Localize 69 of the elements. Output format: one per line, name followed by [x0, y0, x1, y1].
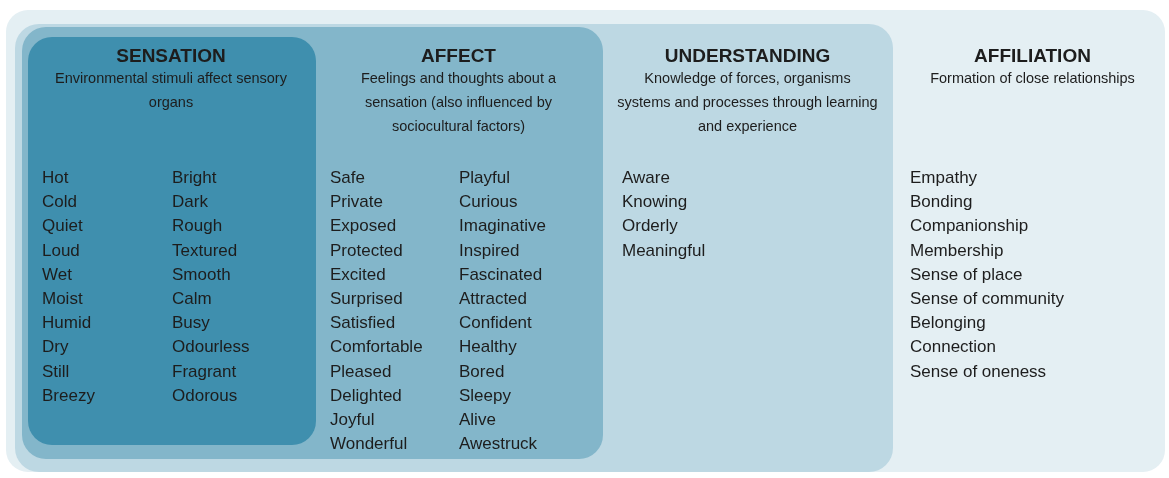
descriptor-word: Connection [910, 337, 996, 358]
descriptor-word: Comfortable [330, 337, 423, 358]
descriptor-word: Calm [172, 289, 212, 309]
descriptor-word: Surprised [330, 289, 403, 309]
category-heading: SENSATION [115, 45, 227, 67]
descriptor-word: Odourless [172, 337, 250, 358]
descriptor-word: Exposed [330, 216, 397, 237]
descriptor-word: Odorous [172, 385, 238, 406]
category-heading: AFFECT [420, 45, 497, 67]
descriptor-word: Excited [330, 264, 386, 285]
descriptor-word: Belonging [910, 313, 986, 334]
descriptor-word: Curious [459, 192, 518, 213]
descriptor-word: Protected [330, 240, 403, 261]
descriptor-word: Humid [42, 313, 92, 334]
descriptor-word: Delighted [330, 385, 402, 406]
descriptor-word: Busy [172, 313, 210, 334]
affiliation-panel [6, 10, 1165, 472]
descriptor-word: Safe [330, 168, 365, 188]
descriptor-word: Empathy [910, 168, 978, 188]
category-description: Environmental stimuli affect sensory organs [55, 69, 287, 112]
sensation-panel [28, 37, 316, 445]
descriptor-word: Loud [42, 240, 80, 261]
descriptor-word: Joyful [330, 410, 375, 430]
descriptor-word: Meaningful [622, 240, 706, 261]
descriptor-word: Sense of oneness [910, 361, 1047, 382]
descriptor-word: Wonderful [330, 434, 408, 455]
descriptor-word: Orderly [622, 216, 678, 237]
descriptor-word: Bored [459, 361, 505, 382]
category-description: Knowledge of forces, organisms systems and processes through learning and experience [616, 69, 879, 136]
descriptor-word: Dark [172, 192, 208, 213]
descriptor-word: Awestruck [459, 434, 538, 455]
category-description: Formation of close relationships [929, 69, 1136, 88]
category-heading: AFFILIATION [973, 45, 1092, 67]
category-heading: UNDERSTANDING [663, 45, 832, 67]
descriptor-word: Sense of place [910, 264, 1023, 285]
descriptor-word: Imaginative [459, 216, 546, 237]
descriptor-word: Sense of community [910, 289, 1064, 309]
descriptor-word: Pleased [330, 361, 392, 382]
descriptor-word: Still [42, 361, 70, 382]
descriptor-word: Wet [42, 264, 72, 285]
descriptor-word: Dry [42, 337, 69, 358]
descriptor-word: Bright [172, 168, 217, 188]
descriptor-word: Satisfied [330, 313, 396, 334]
descriptor-word: Moist [42, 289, 83, 309]
descriptor-word: Fragrant [172, 361, 237, 382]
category-description: Feelings and thoughts about a sensation (also influenced by sociocultural factors) [359, 69, 558, 136]
descriptor-word: Alive [459, 410, 496, 430]
descriptor-word: Textured [172, 240, 238, 261]
descriptor-word: Bonding [910, 192, 973, 213]
descriptor-word: Smooth [172, 264, 231, 285]
descriptor-word: Fascinated [459, 264, 543, 285]
descriptor-word: Aware [622, 168, 670, 188]
descriptor-word: Knowing [622, 192, 688, 213]
descriptor-word: Attracted [459, 289, 528, 309]
affect-panel [22, 27, 603, 459]
descriptor-word: Healthy [459, 337, 517, 358]
descriptor-word: Breezy [42, 385, 95, 406]
descriptor-word: Membership [910, 240, 1004, 261]
understanding-panel [15, 24, 893, 472]
descriptor-word: Confident [459, 313, 532, 334]
descriptor-word: Sleepy [459, 385, 511, 406]
descriptor-word: Companionship [910, 216, 1029, 237]
descriptor-word: Cold [42, 192, 77, 213]
descriptor-word: Hot [42, 168, 69, 188]
descriptor-word: Private [330, 192, 383, 213]
descriptor-word: Quiet [42, 216, 83, 237]
descriptor-word: Rough [172, 216, 223, 237]
descriptor-word: Inspired [459, 240, 520, 261]
descriptor-word: Playful [459, 168, 511, 188]
